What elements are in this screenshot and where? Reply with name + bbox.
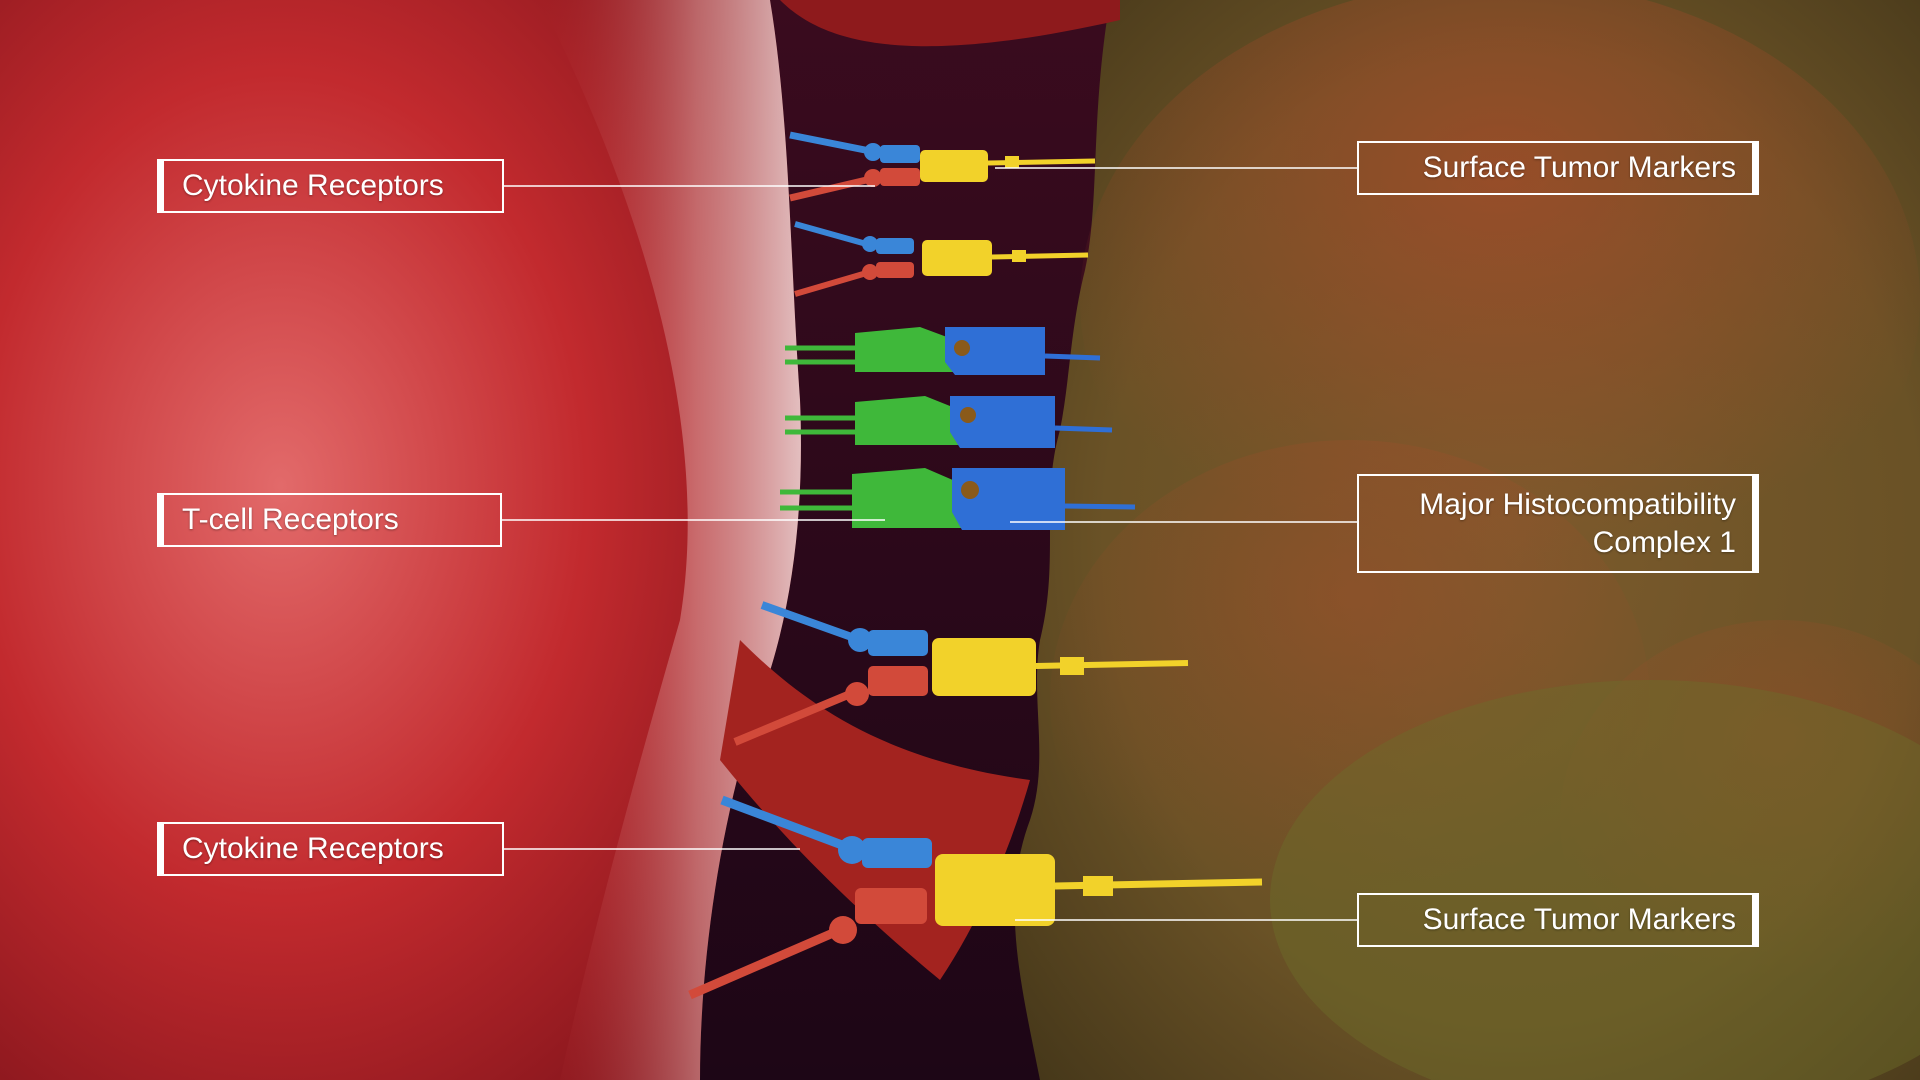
label-mhc-1: Major Histocompatibility Complex 1: [1357, 474, 1759, 573]
membrane-fold: [780, 0, 1120, 47]
cytokine-receptor: [794, 221, 914, 297]
t-cell-receptor: [780, 468, 962, 528]
t-cell-receptor: [785, 327, 955, 372]
tumor-surface-texture: [1050, 440, 1650, 960]
t-cell-membrane-highlight: [540, 0, 801, 1080]
tumor-marker: [920, 150, 1096, 182]
cytokine-receptor: [688, 795, 932, 1000]
label-text: T-cell Receptors: [182, 503, 399, 536]
tumor-surface-texture: [1560, 620, 1920, 1020]
label-text: Cytokine Receptors: [182, 832, 444, 865]
label-t-cell-receptors: T-cell Receptors: [157, 493, 502, 547]
tumor-marker: [935, 854, 1263, 926]
label-cytokine-receptors-top: Cytokine Receptors: [157, 159, 504, 213]
tumor-bulge: [1270, 680, 1920, 1080]
cytokine-receptor: [789, 131, 920, 202]
t-cell: [0, 0, 801, 1080]
label-text: Surface Tumor Markers: [1422, 903, 1736, 936]
cytokine-receptor: [733, 601, 928, 746]
mhc-1: [950, 396, 1113, 448]
t-cell-receptor: [785, 396, 960, 445]
label-text: Cytokine Receptors: [182, 169, 444, 202]
label-cytokine-receptors-bottom: Cytokine Receptors: [157, 822, 504, 876]
label-surface-tumor-markers-top: Surface Tumor Markers: [1357, 141, 1759, 195]
mhc-1: [952, 468, 1136, 530]
label-text-line1: Major Histocompatibility: [1419, 488, 1736, 521]
label-leader-lines: [502, 167, 1358, 921]
tumor-marker: [932, 638, 1189, 696]
tumor-marker: [922, 240, 1089, 276]
label-surface-tumor-markers-bottom: Surface Tumor Markers: [1357, 893, 1759, 947]
mhc-1: [945, 327, 1101, 375]
label-text-line2: Complex 1: [1592, 526, 1736, 559]
label-text: Surface Tumor Markers: [1422, 151, 1736, 184]
